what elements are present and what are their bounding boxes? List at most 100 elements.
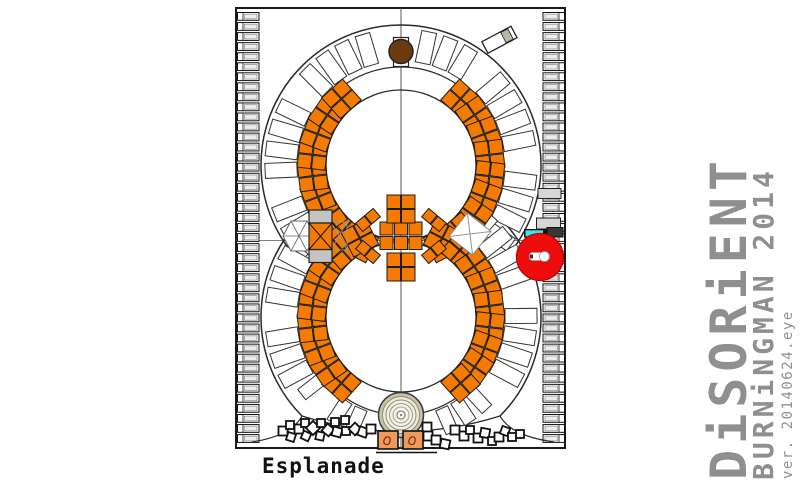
- container-unit: [401, 194, 416, 209]
- container-unit: [479, 115, 499, 134]
- container-unit: [420, 207, 438, 225]
- container-unit: [408, 236, 423, 250]
- speaker-box: [402, 430, 424, 450]
- container-unit: [462, 346, 483, 368]
- camp-cell-inner: [544, 335, 558, 341]
- fan-spoke: [264, 161, 298, 179]
- camp-cell-inner: [244, 134, 258, 140]
- dome-ring: [389, 403, 413, 427]
- container-unit: [484, 183, 503, 203]
- camp-cell-inner: [544, 64, 558, 70]
- scatter-camp: [449, 424, 461, 436]
- art-car: [480, 25, 518, 55]
- camp-cell-inner: [244, 405, 258, 412]
- container-unit: [462, 195, 483, 216]
- red-structure-pin: [530, 254, 533, 259]
- figure-eight-rings: [251, 24, 555, 443]
- pool-water: [525, 230, 543, 237]
- container-unit: [364, 207, 382, 225]
- container-unit: [474, 355, 495, 376]
- fan-spoke: [265, 326, 301, 348]
- top-outer-arc: [260, 24, 542, 273]
- camp-cell-inner: [244, 214, 258, 221]
- camp-cell-inner: [244, 224, 258, 231]
- container-unit: [465, 120, 485, 140]
- esplanade-label: Esplanade: [262, 454, 385, 478]
- fan-spoke: [497, 187, 534, 213]
- container-unit: [454, 102, 475, 124]
- container-unit: [319, 266, 340, 287]
- container-unit: [299, 279, 318, 299]
- container-unit: [440, 89, 461, 110]
- scatter-camp: [458, 430, 470, 442]
- fan-spoke: [450, 396, 477, 427]
- camp-cell-inner: [244, 194, 258, 201]
- camp-cell-inner: [544, 144, 558, 150]
- camp-cell-inner: [544, 43, 558, 50]
- tower-cap: [308, 209, 333, 224]
- container-unit: [312, 174, 329, 191]
- red-structure-hub: [539, 251, 550, 262]
- container-block-small: [354, 239, 382, 265]
- camp-cell-inner: [244, 265, 258, 271]
- scatter-camp: [515, 429, 525, 439]
- container-unit: [489, 312, 506, 329]
- fan-spoke: [267, 118, 305, 144]
- container-unit: [386, 209, 401, 224]
- container-unit: [489, 161, 506, 178]
- camp-cell-inner: [544, 395, 558, 402]
- camp-cell-inner: [244, 144, 258, 150]
- brand-subtitle: BURNiNGMAN 2014: [747, 167, 780, 480]
- camp-cell-inner: [244, 84, 258, 90]
- camp-cell-inner: [544, 74, 558, 80]
- waist-container-cluster: [379, 221, 423, 250]
- camp-cell-inner: [544, 425, 558, 432]
- camp-cell-inner: [544, 13, 558, 20]
- container-unit: [312, 325, 329, 342]
- container-unit: [449, 383, 471, 404]
- container-unit: [430, 239, 448, 257]
- west-structures: [282, 209, 348, 264]
- version-label: ver. 20140624.eye: [780, 310, 796, 479]
- container-block: [320, 362, 362, 404]
- container-unit: [331, 250, 352, 271]
- esplanade-camps: [277, 415, 525, 454]
- container-block: [320, 78, 362, 120]
- container-unit: [408, 221, 423, 236]
- camp-cell-inner: [244, 74, 258, 80]
- container-unit: [330, 98, 352, 120]
- dome-ring: [392, 406, 410, 424]
- camp-cell-inner: [244, 285, 258, 291]
- container-unit: [394, 236, 408, 250]
- scatter-camp: [330, 425, 344, 439]
- camp-cell-inner: [544, 164, 558, 170]
- scatter-camp: [365, 423, 377, 435]
- camp-cell-strips: [237, 12, 565, 443]
- east-structures: [448, 188, 565, 282]
- container-unit: [473, 140, 490, 157]
- art-car-cab: [500, 28, 514, 44]
- scatter-camp: [430, 434, 442, 446]
- container-unit: [386, 194, 401, 209]
- camp-cell-inner: [244, 254, 258, 261]
- container-unit: [401, 267, 416, 282]
- frame-brace: [330, 221, 348, 251]
- container-unit: [312, 285, 332, 304]
- fan-spoke: [500, 129, 537, 153]
- container-unit: [298, 128, 318, 148]
- container-unit: [420, 247, 438, 265]
- fan-spoke: [271, 195, 308, 223]
- fan-spoke: [447, 43, 479, 81]
- camp-cell-inner: [244, 325, 258, 331]
- camp-cell-inner: [244, 154, 258, 160]
- container-unit: [296, 304, 313, 321]
- camp-cell-inner: [544, 325, 558, 331]
- camp-cell-inner: [244, 375, 258, 381]
- speaker-glyph: [408, 436, 416, 446]
- north-gate: [388, 36, 414, 68]
- camp-cell-inner: [244, 204, 258, 211]
- camp-cell-inner: [244, 244, 258, 251]
- container-block: [440, 362, 482, 404]
- container-unit: [310, 305, 328, 323]
